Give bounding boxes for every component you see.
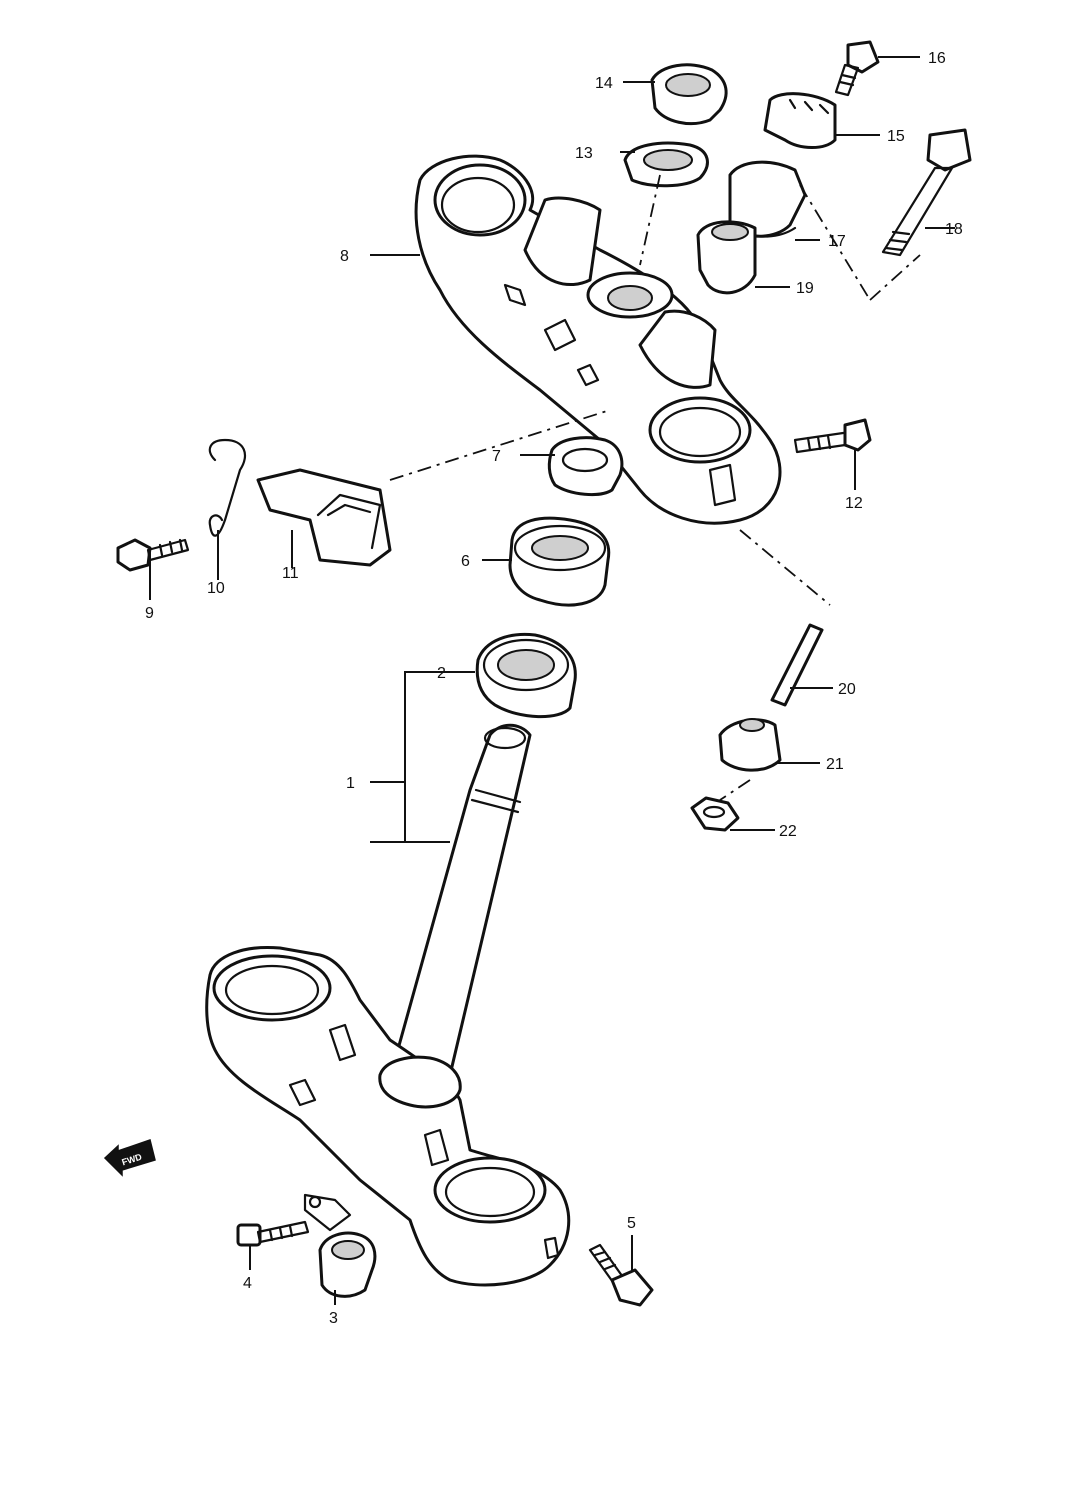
callout-19: 19	[796, 280, 814, 297]
callout-labels: 1 2 3 4 5 6 7 8 9 10 11 12 13 14 15 16 1…	[145, 50, 963, 1327]
assembly-lines	[389, 174, 921, 801]
callout-12: 12	[845, 495, 863, 512]
callout-18: 18	[945, 221, 963, 238]
bushing-19	[696, 220, 757, 295]
callout-11: 11	[282, 565, 299, 582]
stem-nut-7	[547, 436, 624, 497]
bolt-5	[588, 1243, 654, 1307]
callout-8: 8	[340, 248, 349, 265]
bolt-18	[881, 128, 972, 257]
bolt-12	[793, 418, 872, 454]
clip-10	[208, 438, 247, 537]
steering-stem-lower-bracket	[205, 723, 571, 1287]
grommet-3	[318, 1231, 377, 1298]
bolt-16	[834, 40, 880, 97]
callout-16: 16	[928, 50, 946, 67]
nut-22	[690, 796, 740, 832]
bushing-21	[718, 718, 782, 772]
bolt-9	[116, 538, 190, 572]
callout-6: 6	[461, 553, 470, 570]
callout-9: 9	[145, 605, 154, 622]
callout-17: 17	[828, 233, 846, 250]
forward-arrow-icon: FWD	[103, 1139, 156, 1177]
callout-3: 3	[329, 1310, 338, 1327]
pin-20	[770, 623, 824, 707]
callout-20: 20	[838, 681, 856, 698]
callout-4: 4	[243, 1275, 252, 1292]
callout-1: 1	[346, 775, 355, 792]
callout-13: 13	[575, 145, 593, 162]
callout-21: 21	[826, 756, 844, 773]
callout-5: 5	[627, 1215, 636, 1232]
callout-2: 2	[437, 665, 446, 682]
callout-15: 15	[887, 128, 905, 145]
callout-14: 14	[595, 75, 613, 92]
washer-13	[623, 141, 709, 188]
bearing-2	[475, 632, 577, 719]
bracket-11	[256, 468, 392, 567]
callout-10: 10	[207, 580, 225, 597]
clamp-cap-15	[763, 92, 837, 149]
callout-7: 7	[492, 448, 501, 465]
callout-22: 22	[779, 823, 797, 840]
seal-14	[650, 63, 728, 126]
leader-lines	[149, 56, 955, 1305]
bolt-4	[236, 1193, 352, 1247]
bearing-6	[508, 516, 611, 607]
upper-bracket	[414, 154, 782, 525]
